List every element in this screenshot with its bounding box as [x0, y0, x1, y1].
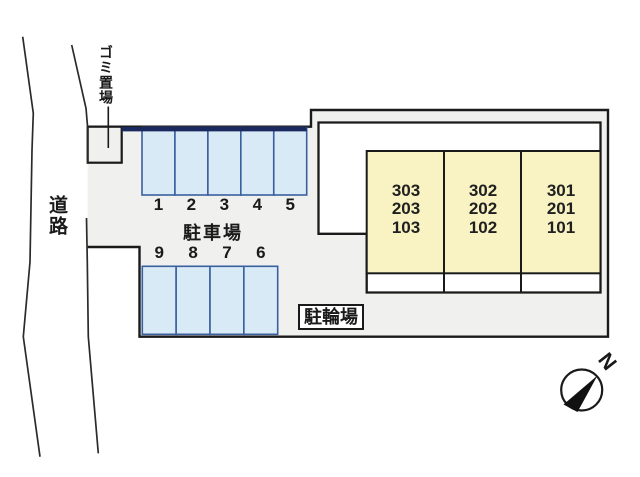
unit-number: 103	[391, 217, 421, 237]
building-units-block	[365, 150, 602, 275]
unit-column-west: 303 203 103	[368, 181, 444, 237]
parking-stall	[174, 126, 209, 196]
parking-stall	[243, 265, 279, 336]
parking-stall	[141, 126, 176, 196]
compass-needle	[563, 375, 598, 412]
stall-number-5: 5	[285, 195, 295, 214]
stall-number-1: 1	[153, 195, 164, 214]
road-label: 道路	[46, 195, 67, 237]
road-left-edge	[21, 36, 41, 457]
compass	[560, 368, 604, 412]
unit-number: 302	[468, 181, 498, 200]
unit-number: 203	[391, 199, 421, 219]
road-right-edge-upper	[70, 44, 89, 163]
unit-number: 101	[546, 217, 576, 237]
unit-column-east: 301 201 101	[522, 181, 600, 237]
unit-number: 102	[468, 217, 498, 237]
road-right-edge-lower	[85, 217, 100, 454]
stall-number-7: 7	[222, 243, 232, 262]
unit-column-center: 302 202 102	[445, 181, 521, 237]
unit-number: 202	[468, 199, 498, 219]
parking-row-1	[121, 126, 308, 196]
unit-number: 201	[546, 199, 576, 219]
garbage-area-box	[86, 125, 123, 164]
parking-stall	[240, 126, 275, 196]
stall-number-3: 3	[219, 195, 230, 214]
stall-number-6: 6	[256, 243, 266, 262]
parking-lot-label: 駐車場	[183, 223, 243, 243]
site-boundary	[87, 108, 610, 338]
stall-number-8: 8	[188, 243, 198, 262]
parking-stall	[209, 265, 245, 336]
stall-number-9: 9	[154, 243, 164, 262]
garbage-area-label: ゴミ置場	[98, 45, 114, 105]
parking-stall	[272, 126, 308, 196]
unit-number: 301	[546, 181, 576, 200]
unit-number: 303	[391, 181, 421, 200]
stall-number-2: 2	[186, 195, 197, 214]
parking-stall	[175, 265, 211, 336]
parking-stall	[207, 126, 242, 196]
bicycle-parking-label: 駐輪場	[298, 304, 364, 330]
parking-stall	[141, 265, 177, 336]
parking-row-2	[141, 265, 279, 336]
stall-number-4: 4	[252, 195, 263, 214]
